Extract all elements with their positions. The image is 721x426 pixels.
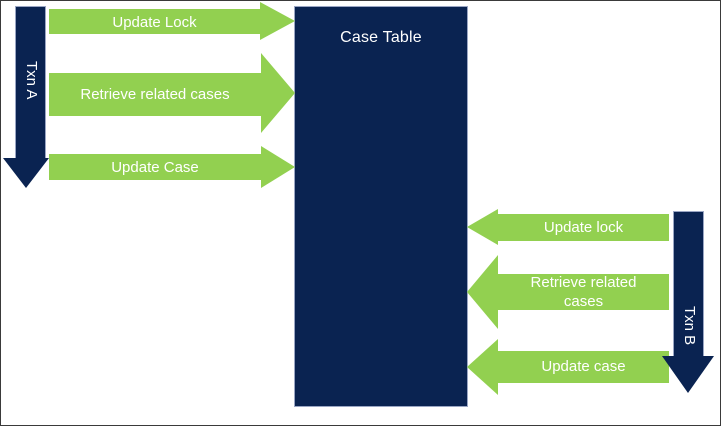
txn-a-label: Txn A: [23, 61, 40, 100]
txn-a-arrowhead-down-icon: [3, 158, 49, 188]
message-label-update-case-b: Update case: [541, 358, 626, 375]
arrowhead-right-icon: [261, 53, 295, 133]
case-table-node: Case Table: [295, 7, 467, 406]
arrowhead-right-icon: [260, 2, 295, 40]
message-arrow-shaft: [498, 274, 669, 310]
case-table-label: Case Table: [340, 29, 422, 46]
txn-b-arrow-shaft: [674, 212, 703, 357]
message-label-update-lock-b: Update lock: [543, 219, 624, 236]
txn-a-arrow-shaft: [16, 7, 45, 159]
message-arrow-shaft: [49, 9, 260, 34]
message-arrow-shaft: [498, 351, 669, 383]
message-arrow-shaft: [49, 73, 261, 116]
arrowhead-right-icon: [261, 146, 295, 188]
message-label-retrieve-related-cases-a: Retrieve related cases: [80, 86, 230, 103]
arrowhead-left-icon: [467, 339, 498, 395]
message-arrow-shaft: [49, 154, 261, 180]
message-arrow-shaft: [498, 214, 669, 241]
txn-b-arrowhead-down-icon: [662, 356, 714, 393]
txn-b-label: Txn B: [681, 306, 698, 346]
message-label-update-lock-a: Update Lock: [112, 14, 197, 31]
arrowhead-left-icon: [467, 209, 498, 245]
arrowhead-left-icon: [467, 255, 498, 329]
message-label-retrieve-related-cases-b: Retrieve related cases: [530, 274, 637, 310]
message-label-update-case-a: Update Case: [111, 159, 199, 176]
